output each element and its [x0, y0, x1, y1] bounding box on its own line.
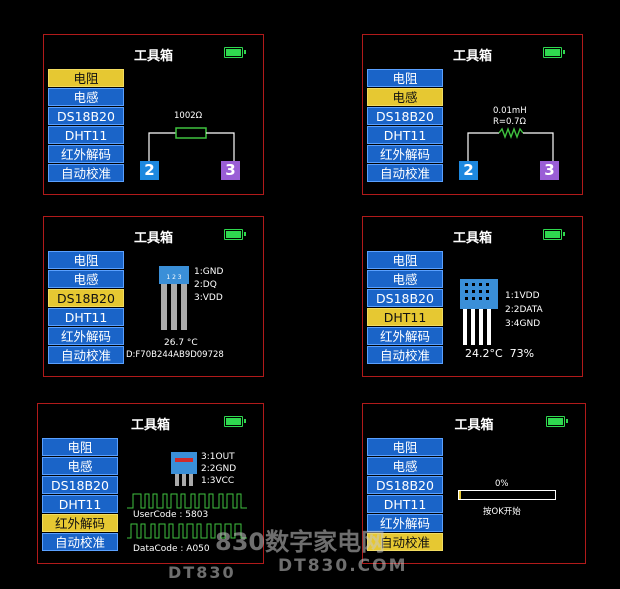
ir-user-code: UserCode : 5803: [133, 510, 209, 520]
ds18b20-pin-1: 1:GND: [194, 267, 224, 277]
inductor-resistance: R=0.7Ω: [493, 117, 527, 127]
menu: 电阻 电感 DS18B20 DHT11 红外解码 自动校准: [367, 69, 443, 183]
terminal-2: 2: [459, 161, 478, 180]
battery-icon: [224, 416, 246, 427]
battery-icon: [546, 416, 568, 427]
menu-item-dht11[interactable]: DHT11: [367, 495, 443, 513]
ds18b20-pin-3: 3:VDD: [194, 293, 223, 303]
panel-ds18b20: 工具箱 电阻 电感 DS18B20 DHT11 红外解码 自动校准 1 2 3 …: [43, 216, 264, 377]
panel-ir-decode: 工具箱 电阻 电感 DS18B20 DHT11 红外解码 自动校准 3:1OUT…: [37, 403, 264, 564]
ds18b20-temperature: 26.7 °C: [164, 338, 198, 348]
menu-item-ds18b20[interactable]: DS18B20: [367, 289, 443, 307]
panel-title: 工具箱: [133, 231, 173, 246]
menu-item-ir-decode[interactable]: 红外解码: [42, 514, 118, 532]
calibration-hint: 按OK开始: [483, 507, 521, 517]
battery-icon: [224, 229, 246, 240]
menu-item-ds18b20[interactable]: DS18B20: [367, 476, 443, 494]
menu-item-auto-calibrate[interactable]: 自动校准: [48, 164, 124, 182]
menu-item-inductor[interactable]: 电感: [367, 270, 443, 288]
dht11-reading: 24.2°C 73%: [465, 347, 535, 360]
resistor-value: 1002Ω: [174, 111, 203, 121]
ir-data-code: DataCode : A050: [133, 544, 210, 554]
menu-item-auto-calibrate[interactable]: 自动校准: [367, 346, 443, 364]
menu: 电阻 电感 DS18B20 DHT11 红外解码 自动校准: [367, 251, 443, 365]
menu-item-dht11[interactable]: DHT11: [367, 308, 443, 326]
menu: 电阻 电感 DS18B20 DHT11 红外解码 自动校准: [48, 251, 124, 365]
ir-pin-2: 2:2GND: [201, 464, 237, 474]
terminal-3: 3: [221, 161, 240, 180]
panel-resistor: 工具箱 电阻 电感 DS18B20 DHT11 红外解码 自动校准 1002Ω …: [43, 34, 264, 195]
calibration-progress-fill: [459, 491, 461, 499]
ir-pin-3: 1:3VCC: [201, 476, 235, 486]
menu-item-auto-calibrate[interactable]: 自动校准: [48, 346, 124, 364]
menu-item-inductor[interactable]: 电感: [367, 88, 443, 106]
terminal-3: 3: [540, 161, 559, 180]
menu-item-ds18b20[interactable]: DS18B20: [42, 476, 118, 494]
panel-inductor: 工具箱 电阻 电感 DS18B20 DHT11 红外解码 自动校准 0.01mH…: [362, 34, 583, 195]
menu-item-ds18b20[interactable]: DS18B20: [48, 289, 124, 307]
inductance-value: 0.01mH: [493, 106, 527, 116]
menu-item-auto-calibrate[interactable]: 自动校准: [367, 533, 443, 551]
menu-item-inductor[interactable]: 电感: [367, 457, 443, 475]
menu-item-dht11[interactable]: DHT11: [367, 126, 443, 144]
menu-item-resistor[interactable]: 电阻: [48, 69, 124, 87]
panel-title: 工具箱: [454, 418, 494, 433]
menu-item-resistor[interactable]: 电阻: [48, 251, 124, 269]
battery-icon: [543, 47, 565, 58]
panel-title: 工具箱: [452, 231, 492, 246]
menu-item-resistor[interactable]: 电阻: [42, 438, 118, 456]
menu-item-dht11[interactable]: DHT11: [42, 495, 118, 513]
menu-item-auto-calibrate[interactable]: 自动校准: [42, 533, 118, 551]
battery-icon: [224, 47, 246, 58]
ir-waveform-top: [127, 493, 247, 509]
panel-title: 工具箱: [130, 418, 170, 433]
menu-item-ds18b20[interactable]: DS18B20: [367, 107, 443, 125]
panel-dht11: 工具箱 电阻 电感 DS18B20 DHT11 红外解码 自动校准 1:1VDD…: [362, 216, 583, 377]
ds18b20-pin-numbers: 1 2 3: [166, 274, 182, 281]
menu: 电阻 电感 DS18B20 DHT11 红外解码 自动校准: [42, 438, 118, 552]
ir-pin-1: 3:1OUT: [201, 452, 235, 462]
menu-item-ds18b20[interactable]: DS18B20: [48, 107, 124, 125]
ir-receiver-icon: [171, 452, 197, 486]
calibration-progress-bar: [458, 490, 556, 500]
menu-item-ir-decode[interactable]: 红外解码: [367, 514, 443, 532]
inductor-circuit-icon: [467, 127, 554, 161]
menu: 电阻 电感 DS18B20 DHT11 红外解码 自动校准: [48, 69, 124, 183]
ds18b20-id: D:F70B244AB9D09728: [126, 350, 224, 360]
resistor-circuit-icon: [148, 127, 235, 161]
menu: 电阻 电感 DS18B20 DHT11 红外解码 自动校准: [367, 438, 443, 552]
menu-item-inductor[interactable]: 电感: [42, 457, 118, 475]
panel-title: 工具箱: [452, 49, 492, 64]
dht11-sensor-icon: [460, 279, 498, 345]
watermark-right: DT830.COM: [278, 556, 408, 576]
menu-item-resistor[interactable]: 电阻: [367, 438, 443, 456]
watermark-left: DT830: [168, 563, 236, 582]
menu-item-resistor[interactable]: 电阻: [367, 69, 443, 87]
watermark-main: 830数字家电网: [215, 528, 386, 556]
ir-waveform-bottom: [127, 523, 247, 539]
menu-item-inductor[interactable]: 电感: [48, 270, 124, 288]
panel-title: 工具箱: [133, 49, 173, 64]
watermark-logo: 830数字家电网: [215, 522, 385, 557]
menu-item-ir-decode[interactable]: 红外解码: [367, 145, 443, 163]
dht11-pin-1: 1:1VDD: [505, 291, 540, 301]
battery-icon: [543, 229, 565, 240]
menu-item-resistor[interactable]: 电阻: [367, 251, 443, 269]
ds18b20-sensor-icon: 1 2 3: [159, 266, 189, 330]
calibration-percent: 0%: [495, 479, 509, 489]
ds18b20-pin-2: 2:DQ: [194, 280, 217, 290]
menu-item-ir-decode[interactable]: 红外解码: [48, 145, 124, 163]
menu-item-ir-decode[interactable]: 红外解码: [367, 327, 443, 345]
dht11-pin-3: 3:4GND: [505, 319, 541, 329]
menu-item-dht11[interactable]: DHT11: [48, 126, 124, 144]
menu-item-dht11[interactable]: DHT11: [48, 308, 124, 326]
menu-item-inductor[interactable]: 电感: [48, 88, 124, 106]
dht11-pin-2: 2:2DATA: [505, 305, 543, 315]
menu-item-ir-decode[interactable]: 红外解码: [48, 327, 124, 345]
panel-auto-calibrate: 工具箱 电阻 电感 DS18B20 DHT11 红外解码 自动校准 0% 按OK…: [362, 403, 586, 564]
menu-item-auto-calibrate[interactable]: 自动校准: [367, 164, 443, 182]
terminal-2: 2: [140, 161, 159, 180]
